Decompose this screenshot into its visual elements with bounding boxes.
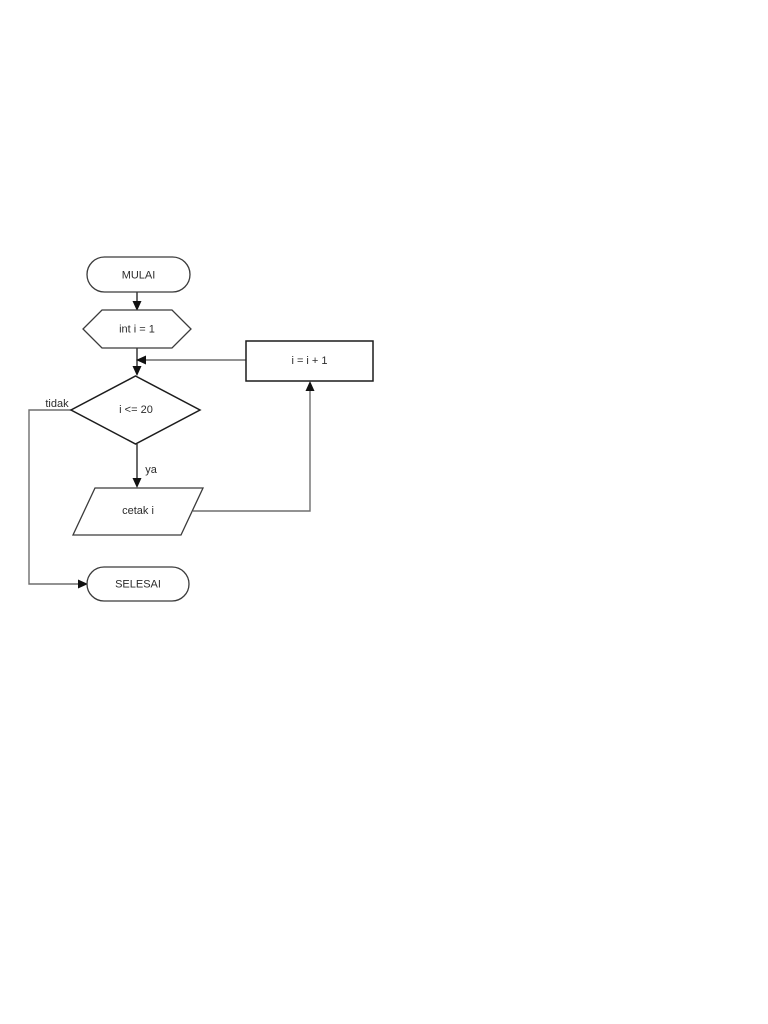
edge-init-to-condition	[132, 348, 142, 376]
edge-output-to-increment	[193, 381, 315, 512]
edge-start-to-init	[132, 292, 142, 311]
node-end-label: SELESAI	[115, 578, 161, 590]
node-init-label: int i = 1	[119, 323, 155, 335]
node-end[interactable]: SELESAI	[86, 566, 190, 602]
node-increment-label: i = i + 1	[291, 355, 327, 367]
node-start-label: MULAI	[122, 269, 156, 281]
edge-condition-to-end	[28, 409, 88, 589]
node-start[interactable]: MULAI	[86, 256, 191, 293]
node-condition[interactable]: i <= 20	[69, 375, 202, 445]
node-output-label: cetak i	[122, 505, 154, 517]
node-init[interactable]: int i = 1	[82, 309, 192, 349]
edge-label-ya: ya	[145, 464, 158, 476]
edge-condition-to-output	[132, 444, 142, 488]
node-condition-label: i <= 20	[119, 404, 153, 416]
node-output[interactable]: cetak i	[71, 487, 205, 536]
edge-increment-to-condition	[136, 355, 246, 365]
edge-label-tidak: tidak	[45, 398, 69, 410]
node-increment[interactable]: i = i + 1	[245, 340, 374, 382]
